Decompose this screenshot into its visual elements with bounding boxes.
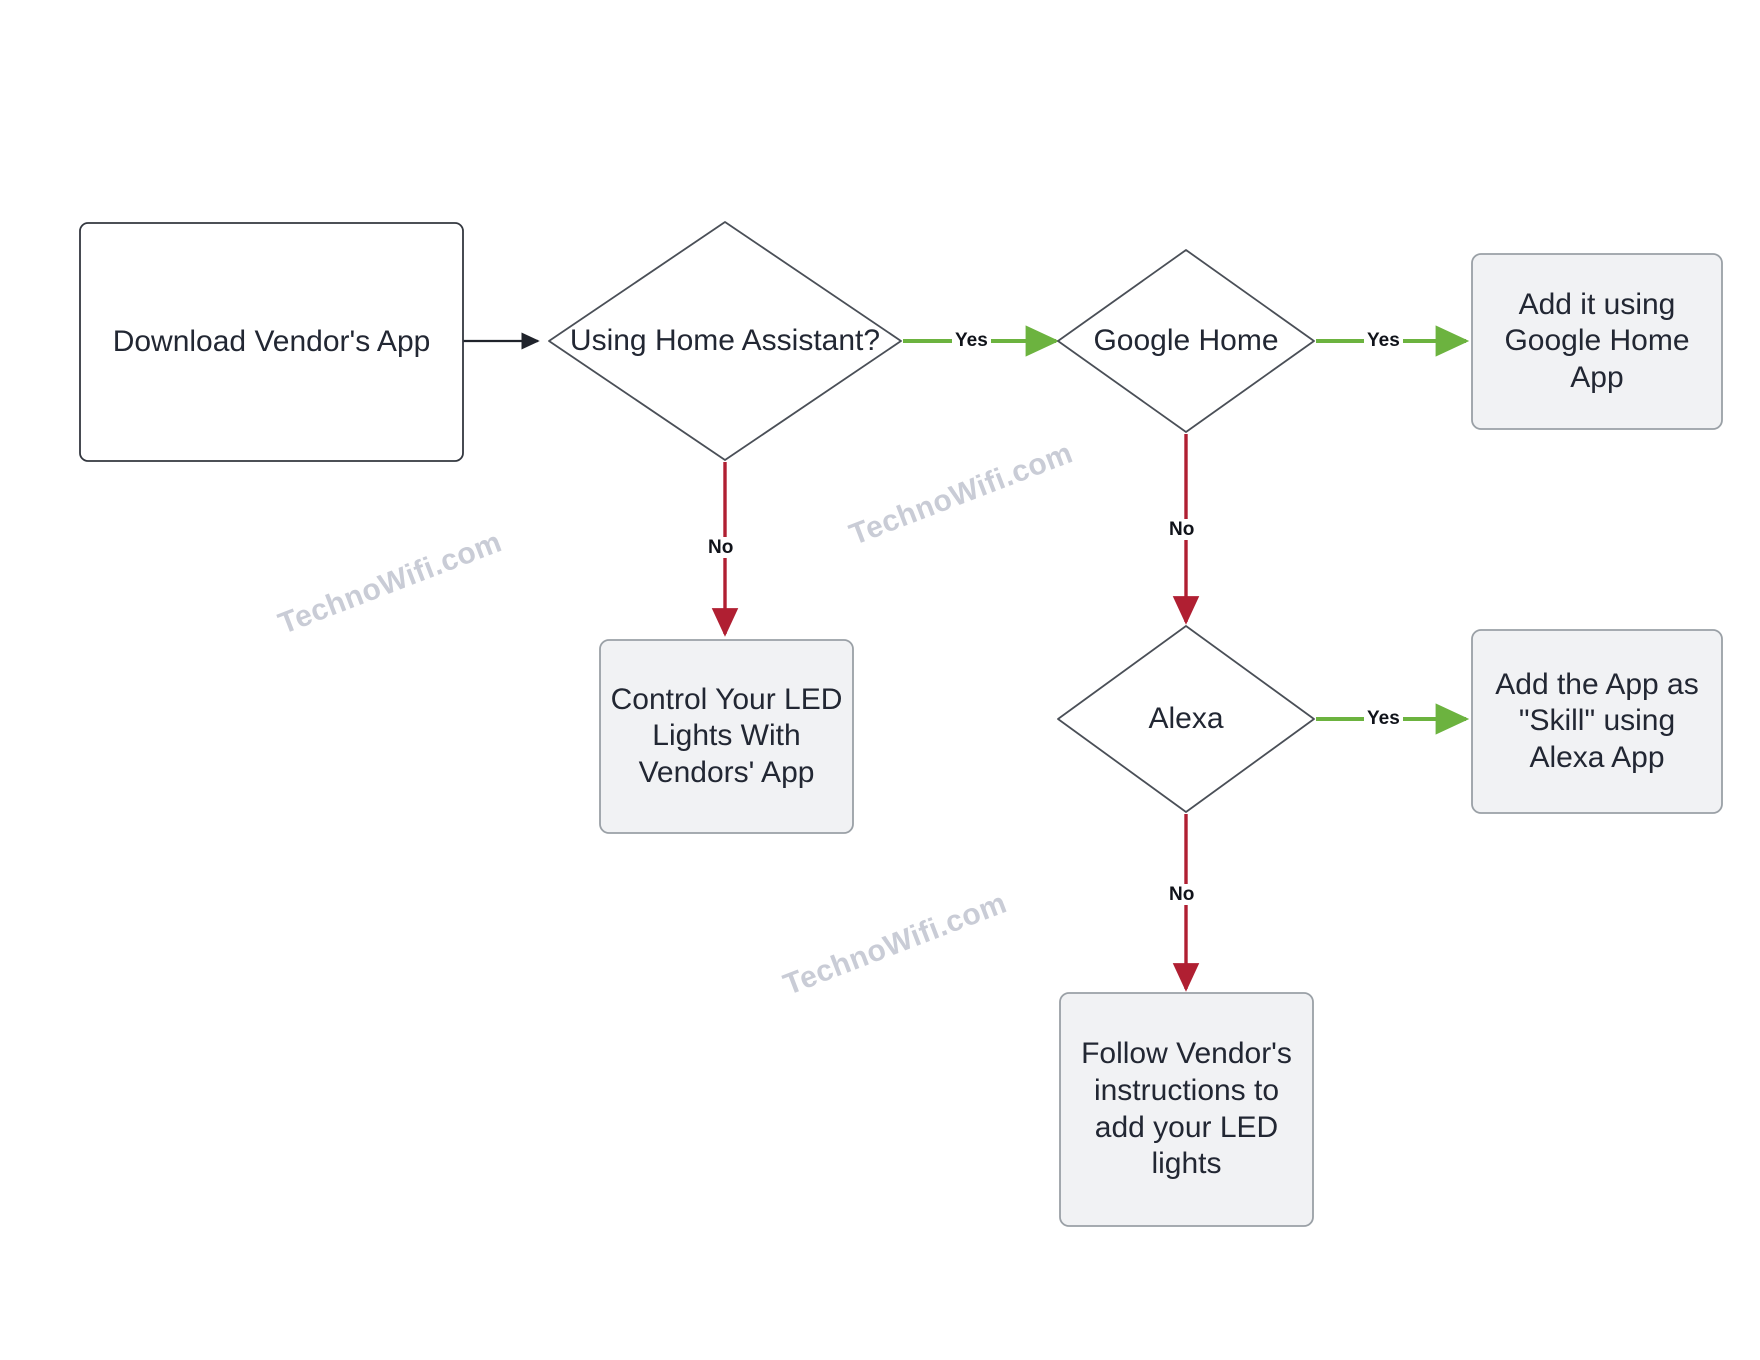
node-shape-download-vendors-app[interactable]: [79, 222, 464, 462]
edge-label-alexa-no: No: [1166, 884, 1198, 905]
node-shape-follow-vendor-instructions[interactable]: [1059, 992, 1314, 1227]
node-shape-alexa[interactable]: [1057, 625, 1315, 813]
edge-label-home-assistant-yes: Yes: [952, 330, 991, 351]
edge-label-google-home-no: No: [1166, 519, 1198, 540]
edge-label-alexa-yes: Yes: [1364, 708, 1403, 729]
node-shape-add-using-google-home-app[interactable]: [1471, 253, 1723, 430]
node-shape-google-home[interactable]: [1057, 249, 1315, 433]
node-shape-using-home-assistant[interactable]: [548, 221, 902, 461]
edge-label-home-assistant-no: No: [705, 537, 737, 558]
edge-label-google-home-yes: Yes: [1364, 330, 1403, 351]
node-shape-add-app-as-skill-alexa[interactable]: [1471, 629, 1723, 814]
node-shape-control-led-with-vendors-app[interactable]: [599, 639, 854, 834]
